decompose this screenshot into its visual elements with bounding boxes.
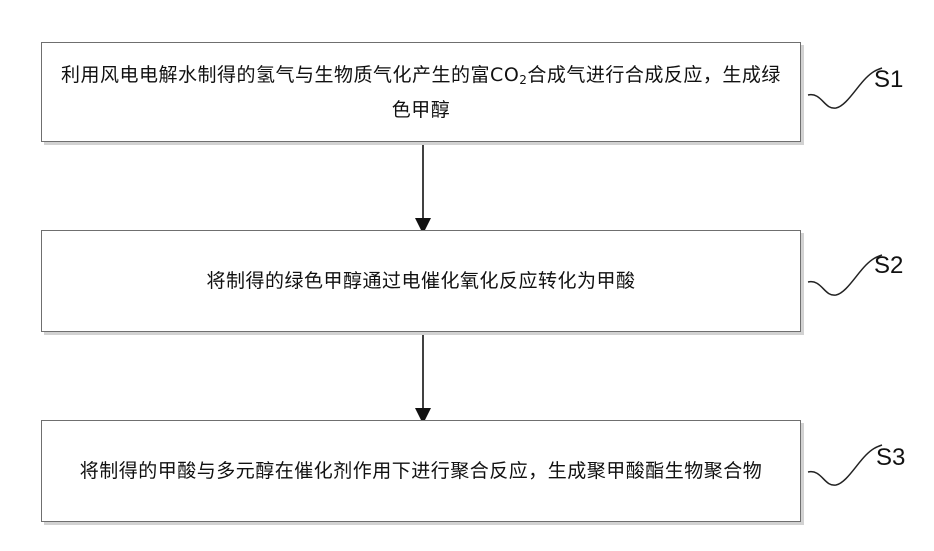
step-text-s1: 利用风电电解水制得的氢气与生物质气化产生的富CO2合成气进行合成反应，生成绿色甲… [56, 60, 786, 125]
step-label-s2: S2 [874, 252, 903, 280]
step-text-s3: 将制得的甲酸与多元醇在催化剂作用下进行聚合反应，生成聚甲酸酯生物聚合物 [70, 456, 773, 486]
step-text-s2: 将制得的绿色甲醇通过电催化氧化反应转化为甲酸 [206, 266, 635, 296]
step-box-s2: 将制得的绿色甲醇通过电催化氧化反应转化为甲酸 [41, 230, 801, 332]
step-text-s1-part1: 利用风电电解水制得的氢气与生物质气化产生的富CO [61, 64, 519, 86]
leader-curve-s2 [808, 255, 882, 295]
leader-curve-s1 [808, 68, 882, 108]
step-label-s3: S3 [876, 444, 905, 472]
step-box-s3: 将制得的甲酸与多元醇在催化剂作用下进行聚合反应，生成聚甲酸酯生物聚合物 [41, 420, 801, 522]
step-label-s1: S1 [874, 66, 903, 94]
leader-curve-s3 [808, 445, 882, 485]
step-box-s1: 利用风电电解水制得的氢气与生物质气化产生的富CO2合成气进行合成反应，生成绿色甲… [41, 42, 801, 142]
